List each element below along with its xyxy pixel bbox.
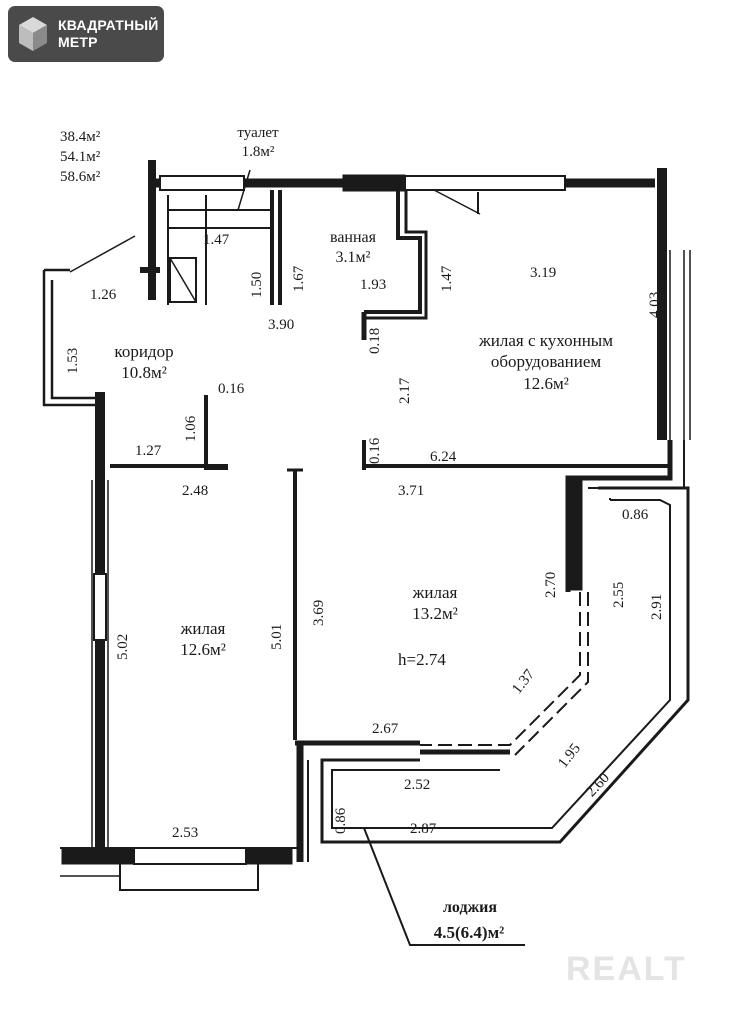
dim-2-70: 2.70 [543, 571, 559, 598]
room-living-center-area: 13.2м² [412, 604, 458, 623]
dim-5-02: 5.02 [115, 633, 131, 660]
dim-0-18: 0.18 [367, 327, 383, 354]
room-living-left-name: жилая [180, 619, 226, 638]
dim-2-53: 2.53 [172, 825, 199, 841]
room-living-center-name: жилая [412, 583, 458, 602]
area-total-with-loggia: 58.6м² [60, 169, 101, 185]
room-kitchen-name-line2: оборудованием [490, 352, 602, 371]
area-living-total: 38.4м² [60, 129, 101, 145]
loggia-outline [320, 486, 690, 844]
area-total: 54.1м² [60, 149, 101, 165]
dim-2-55: 2.55 [611, 581, 627, 608]
room-bathroom-name: ванная [329, 229, 377, 246]
room-loggia-area: 4.5(6.4)м² [433, 923, 505, 942]
cube-logo-icon [19, 17, 47, 51]
ceiling-height: h=2.74 [398, 650, 446, 669]
dim-0-16-a: 0.16 [218, 381, 245, 397]
dim-0-16-b: 0.16 [367, 437, 383, 464]
dim-1-93: 1.93 [360, 277, 387, 293]
room-corridor-name: коридор [114, 342, 174, 361]
dim-0-86-a: 0.86 [622, 507, 649, 523]
room-toilet-name: туалет [237, 125, 279, 141]
dim-1-47-a: 1.47 [203, 232, 230, 248]
room-corridor-area: 10.8м² [121, 363, 167, 382]
dim-1-26: 1.26 [90, 287, 117, 303]
dim-6-24: 6.24 [430, 449, 457, 465]
dim-1-67: 1.67 [291, 265, 307, 292]
brand-logo: КВАДРАТНЫЙ МЕТР [8, 6, 164, 62]
wall-bath-left [364, 190, 422, 314]
dim-3-90: 3.90 [268, 317, 295, 333]
dim-2-52: 2.52 [404, 777, 431, 793]
dim-1-27: 1.27 [135, 443, 162, 459]
logo-line1: КВАДРАТНЫЙ [58, 17, 159, 33]
window-top-left [159, 175, 245, 191]
window-top-middle [404, 175, 566, 191]
dim-2-17: 2.17 [397, 377, 413, 404]
dim-3-69: 3.69 [311, 599, 327, 626]
dim-1-50: 1.50 [249, 271, 265, 298]
room-kitchen-area: 12.6м² [523, 374, 569, 393]
room-kitchen-name-line1: жилая с кухонным [479, 331, 613, 350]
dim-5-01: 5.01 [269, 623, 285, 650]
dim-3-19: 3.19 [530, 265, 557, 281]
dim-2-48: 2.48 [182, 483, 209, 499]
dim-4-03: 4.03 [647, 291, 663, 318]
room-toilet-area: 1.8м² [241, 144, 275, 160]
room-bathroom-area: 3.1м² [335, 249, 371, 266]
room-loggia-name: лоджия [442, 899, 498, 916]
dim-2-67: 2.67 [372, 721, 399, 737]
realt-watermark: REALT [566, 950, 687, 988]
room-living-left-area: 12.6м² [180, 640, 226, 659]
dim-1-06: 1.06 [183, 415, 199, 442]
logo-line2: МЕТР [58, 34, 98, 50]
dim-3-71: 3.71 [398, 483, 425, 499]
dim-2-91: 2.91 [649, 593, 665, 620]
dim-2-87: 2.87 [410, 821, 437, 837]
wall-corridor-left [42, 268, 102, 407]
dim-0-86-b: 0.86 [333, 807, 349, 834]
dim-1-47-b: 1.47 [439, 265, 455, 292]
dim-1-53: 1.53 [65, 347, 81, 374]
